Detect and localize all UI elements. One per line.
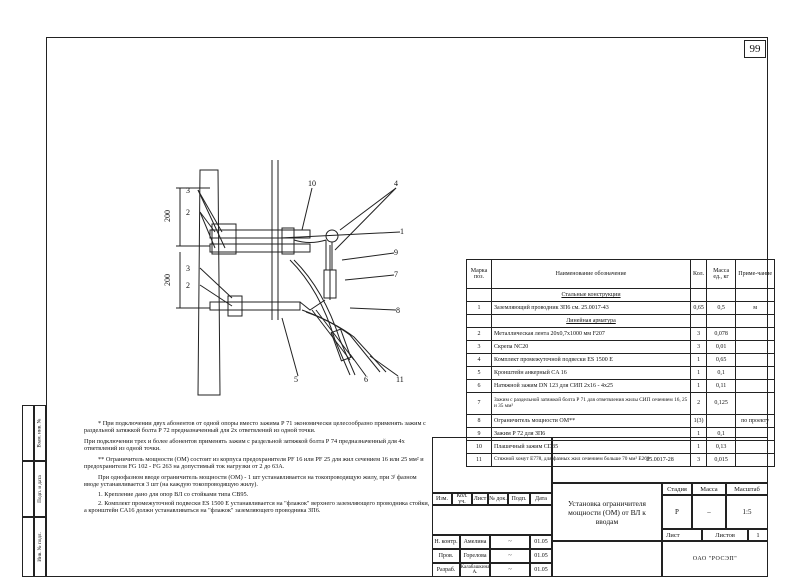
pole xyxy=(197,169,221,396)
org-name: ОАО "РОСЭП" xyxy=(662,541,768,577)
note-4: При однофазном вводе ограничитель мощнос… xyxy=(84,473,417,488)
replace-inv-cell: Взам. инв. № xyxy=(34,405,46,461)
note-3: ** Ограничитель мощности (ОМ) состоит из… xyxy=(84,455,424,471)
callout-3-top: 3 xyxy=(186,186,190,195)
callout-8: 8 xyxy=(396,306,400,315)
page-number: 99 xyxy=(744,40,766,58)
assembly-drawing: 3 2 10 4 1 9 7 3 2 8 5 6 11 200 200 xyxy=(163,160,404,396)
notes-block: * При подключении двух абонентов от одно… xyxy=(84,420,432,518)
callout-1: 1 xyxy=(400,227,404,236)
mass-value: – xyxy=(692,495,726,529)
section-steel: Стальные конструкции xyxy=(491,288,691,302)
inv-no-cell: Инв. № подл. xyxy=(34,517,46,577)
note-6: 2. Комплект промежуточной подвески ES 15… xyxy=(84,499,430,515)
side-strip: Инв. № подл. Подп. и дата Взам. инв. № xyxy=(34,405,46,577)
spec-table: Марка поз. Наименование обозначение Кол.… xyxy=(466,259,776,467)
callout-10: 10 xyxy=(308,179,316,188)
callout-2-top: 2 xyxy=(186,208,190,217)
signature-1: ~ xyxy=(490,535,530,549)
note-5: 1. Крепление дано для опор ВЛ со стойкам… xyxy=(98,491,249,499)
callout-5: 5 xyxy=(294,375,298,384)
dim-bottom: 200 xyxy=(163,274,172,286)
side-strip-blank xyxy=(22,405,34,577)
callout-4: 4 xyxy=(394,179,398,188)
callout-2-bottom: 2 xyxy=(186,281,190,290)
section-fittings: Линейная арматура xyxy=(491,314,691,328)
signature-2: ~ xyxy=(490,549,530,563)
scale-value: 1:5 xyxy=(726,495,768,529)
sign-date-cell: Подп. и дата xyxy=(34,461,46,517)
stage-value: Р xyxy=(662,495,692,529)
title-block: Изм. Кол. уч. Лист № док. Подп. Дата Н. … xyxy=(432,437,768,577)
doc-title: Установка ограничителя мощности (ОМ) от … xyxy=(552,483,662,541)
note-1: * При подключении двух абонентов от одно… xyxy=(84,420,426,435)
callout-7: 7 xyxy=(394,270,398,279)
callout-6: 6 xyxy=(364,375,368,384)
callout-9: 9 xyxy=(394,248,398,257)
doc-code: 25.0017-28 xyxy=(552,437,768,483)
table-row: 1 Заземляющий проводник ЗП6 см. 25.0017-… xyxy=(466,301,776,315)
signature-3: ~ xyxy=(490,563,530,577)
dim-top: 200 xyxy=(163,210,172,222)
note-2: При подключении трех и более абонентов п… xyxy=(84,437,405,453)
revision-grid-top xyxy=(432,437,552,493)
callout-11: 11 xyxy=(396,375,404,384)
spec-header-row: Марка поз. Наименование обозначение Кол.… xyxy=(466,259,776,289)
callout-3-bottom: 3 xyxy=(186,264,190,273)
